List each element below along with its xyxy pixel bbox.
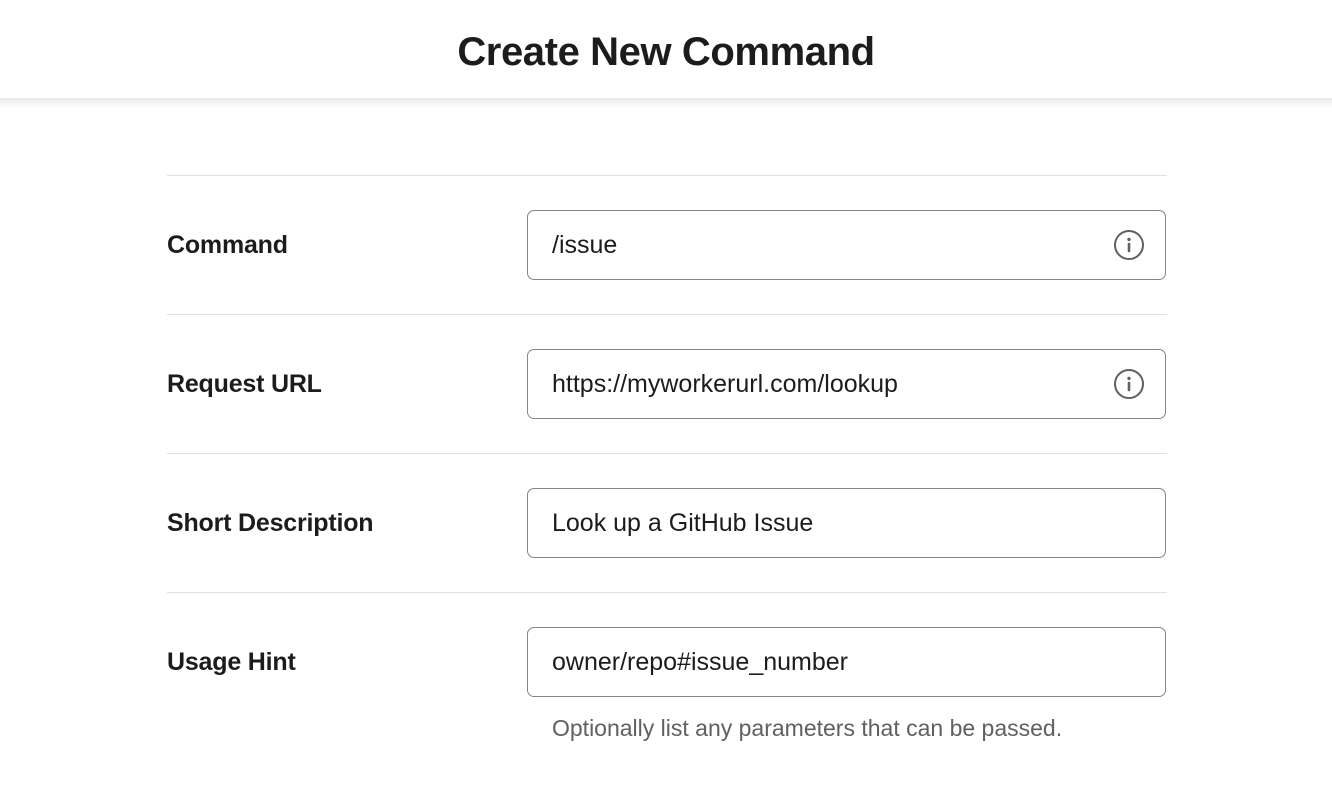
page-header: Create New Command (0, 0, 1332, 108)
divider (167, 175, 1167, 176)
page-title: Create New Command (457, 30, 875, 74)
info-icon[interactable] (1113, 229, 1145, 261)
input-wrap-request-url (527, 349, 1167, 419)
input-wrap-command (527, 210, 1167, 280)
divider (167, 453, 1167, 454)
divider (167, 314, 1167, 315)
usage-hint-input[interactable] (527, 627, 1166, 697)
command-form: Command Request URL (0, 108, 1332, 777)
short-description-input[interactable] (527, 488, 1166, 558)
label-usage-hint: Usage Hint (167, 648, 296, 676)
form-row-usage-hint: Usage Hint Optionally list any parameter… (167, 593, 1167, 777)
input-wrap-short-description (527, 488, 1167, 558)
form-inner: Command Request URL (165, 175, 1167, 777)
command-input[interactable] (527, 210, 1166, 280)
form-row-short-description: Short Description (167, 454, 1167, 592)
divider (167, 592, 1167, 593)
control-command (527, 210, 1167, 280)
form-row-request-url: Request URL (167, 315, 1167, 453)
label-request-url: Request URL (167, 370, 322, 398)
control-short-description (527, 488, 1167, 558)
control-request-url (527, 349, 1167, 419)
form-row-command: Command (167, 176, 1167, 314)
request-url-input[interactable] (527, 349, 1166, 419)
input-wrap-usage-hint (527, 627, 1167, 697)
label-short-description: Short Description (167, 509, 374, 537)
control-usage-hint: Optionally list any parameters that can … (527, 627, 1167, 743)
label-command: Command (167, 231, 288, 259)
info-icon[interactable] (1113, 368, 1145, 400)
usage-hint-helper-text: Optionally list any parameters that can … (552, 715, 1063, 741)
